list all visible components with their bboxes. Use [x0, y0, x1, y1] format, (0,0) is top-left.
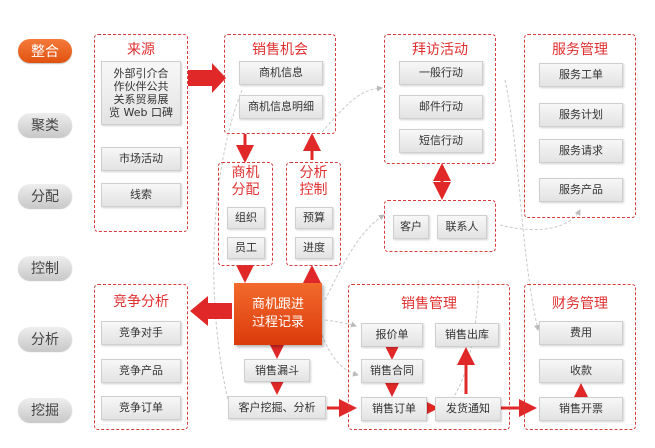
competition-item-rival[interactable]: 竞争对手: [101, 321, 181, 345]
core-followup-record[interactable]: 商机跟进 过程记录: [234, 283, 322, 345]
source-item-marketing[interactable]: 市场活动: [101, 147, 181, 171]
group-source: 来源 外部引介合 作伙伴公共 关系贸易展 览 Web 口碑 市场活动 线索: [94, 34, 188, 232]
curve-opportunity-visit: [321, 85, 383, 133]
sales-item-quote[interactable]: 报价单: [361, 323, 423, 347]
group-contacts: 客户 联系人: [384, 200, 496, 252]
service-item-request[interactable]: 服务请求: [539, 139, 623, 163]
curve-core-contract: [321, 334, 359, 377]
finance-item-invoice[interactable]: 销售开票: [539, 397, 623, 421]
visit-item-email[interactable]: 邮件行动: [399, 95, 483, 119]
group-competition: 竞争分析 竞争对手 竞争产品 竞争订单: [94, 284, 188, 430]
sales-item-contract[interactable]: 销售合同: [361, 359, 423, 383]
group-sales: 销售管理 报价单 销售出库 销售合同 销售订单 发货通知: [348, 284, 510, 430]
contacts-item-contact[interactable]: 联系人: [437, 215, 487, 239]
source-item-channels[interactable]: 外部引介合 作伙伴公共 关系贸易展 览 Web 口碑: [101, 61, 181, 125]
customer-mining-node[interactable]: 客户挖掘、分析: [228, 396, 326, 419]
curve-opportunity-mining: [213, 89, 243, 401]
sidebar-item-integrate[interactable]: 整合: [18, 39, 72, 63]
visit-item-sms[interactable]: 短信行动: [399, 129, 483, 153]
control-item-progress[interactable]: 进度: [295, 237, 333, 259]
big-arrow-core-competition: [190, 296, 232, 326]
sidebar-item-mine[interactable]: 挖掘: [18, 398, 72, 422]
group-source-title: 来源: [127, 42, 155, 58]
big-arrow-source-opportunity: [188, 63, 226, 93]
group-visit: 拜访活动 一般行动 邮件行动 短信行动: [384, 34, 496, 164]
curve-visit-fee: [504, 79, 540, 331]
sales-item-outbound[interactable]: 销售出库: [435, 323, 499, 347]
assign-item-staff[interactable]: 员工: [227, 237, 265, 259]
visit-item-general[interactable]: 一般行动: [399, 61, 483, 85]
group-opportunity-title: 销售机会: [252, 42, 308, 58]
sidebar-item-control[interactable]: 控制: [18, 256, 72, 280]
funnel-node[interactable]: 销售漏斗: [244, 359, 310, 382]
group-assign: 商机 分配 组织 员工: [218, 162, 273, 266]
group-service-title: 服务管理: [552, 42, 608, 58]
sales-item-order[interactable]: 销售订单: [361, 397, 427, 421]
finance-item-expense[interactable]: 费用: [539, 321, 623, 345]
group-assign-title: 商机 分配: [231, 165, 260, 198]
sidebar-item-assign[interactable]: 分配: [18, 184, 72, 208]
competition-item-product[interactable]: 竞争产品: [101, 359, 181, 383]
group-service: 服务管理 服务工单 服务计划 服务请求 服务产品: [524, 34, 636, 218]
source-item-leads[interactable]: 线索: [101, 183, 181, 207]
control-item-budget[interactable]: 预算: [295, 207, 333, 229]
finance-item-receipt[interactable]: 收款: [539, 359, 623, 383]
group-competition-title: 竞争分析: [113, 294, 169, 310]
group-sales-title: 销售管理: [401, 296, 457, 312]
group-visit-title: 拜访活动: [412, 42, 468, 58]
service-item-ticket[interactable]: 服务工单: [539, 63, 623, 87]
service-item-product[interactable]: 服务产品: [539, 178, 623, 202]
contacts-item-customer[interactable]: 客户: [393, 215, 429, 239]
curve-core-contacts: [324, 214, 385, 301]
opportunity-item-detail[interactable]: 商机信息明细: [239, 95, 323, 119]
group-finance-title: 财务管理: [552, 296, 608, 312]
opportunity-item-info[interactable]: 商机信息: [239, 61, 323, 85]
assign-item-org[interactable]: 组织: [227, 207, 265, 229]
sidebar-item-cluster[interactable]: 聚类: [18, 113, 72, 137]
competition-item-order[interactable]: 竞争订单: [101, 396, 181, 420]
sales-item-delivery-notice[interactable]: 发货通知: [435, 397, 501, 421]
group-opportunity: 销售机会 商机信息 商机信息明细: [224, 34, 336, 134]
curve-contacts-service: [499, 209, 581, 231]
sidebar-item-analyze[interactable]: 分析: [18, 327, 72, 351]
group-analysis-control-title: 分析 控制: [299, 165, 328, 198]
group-finance: 财务管理 费用 收款 销售开票: [524, 284, 636, 430]
service-item-plan[interactable]: 服务计划: [539, 103, 623, 127]
group-analysis-control: 分析 控制 预算 进度: [286, 162, 341, 266]
